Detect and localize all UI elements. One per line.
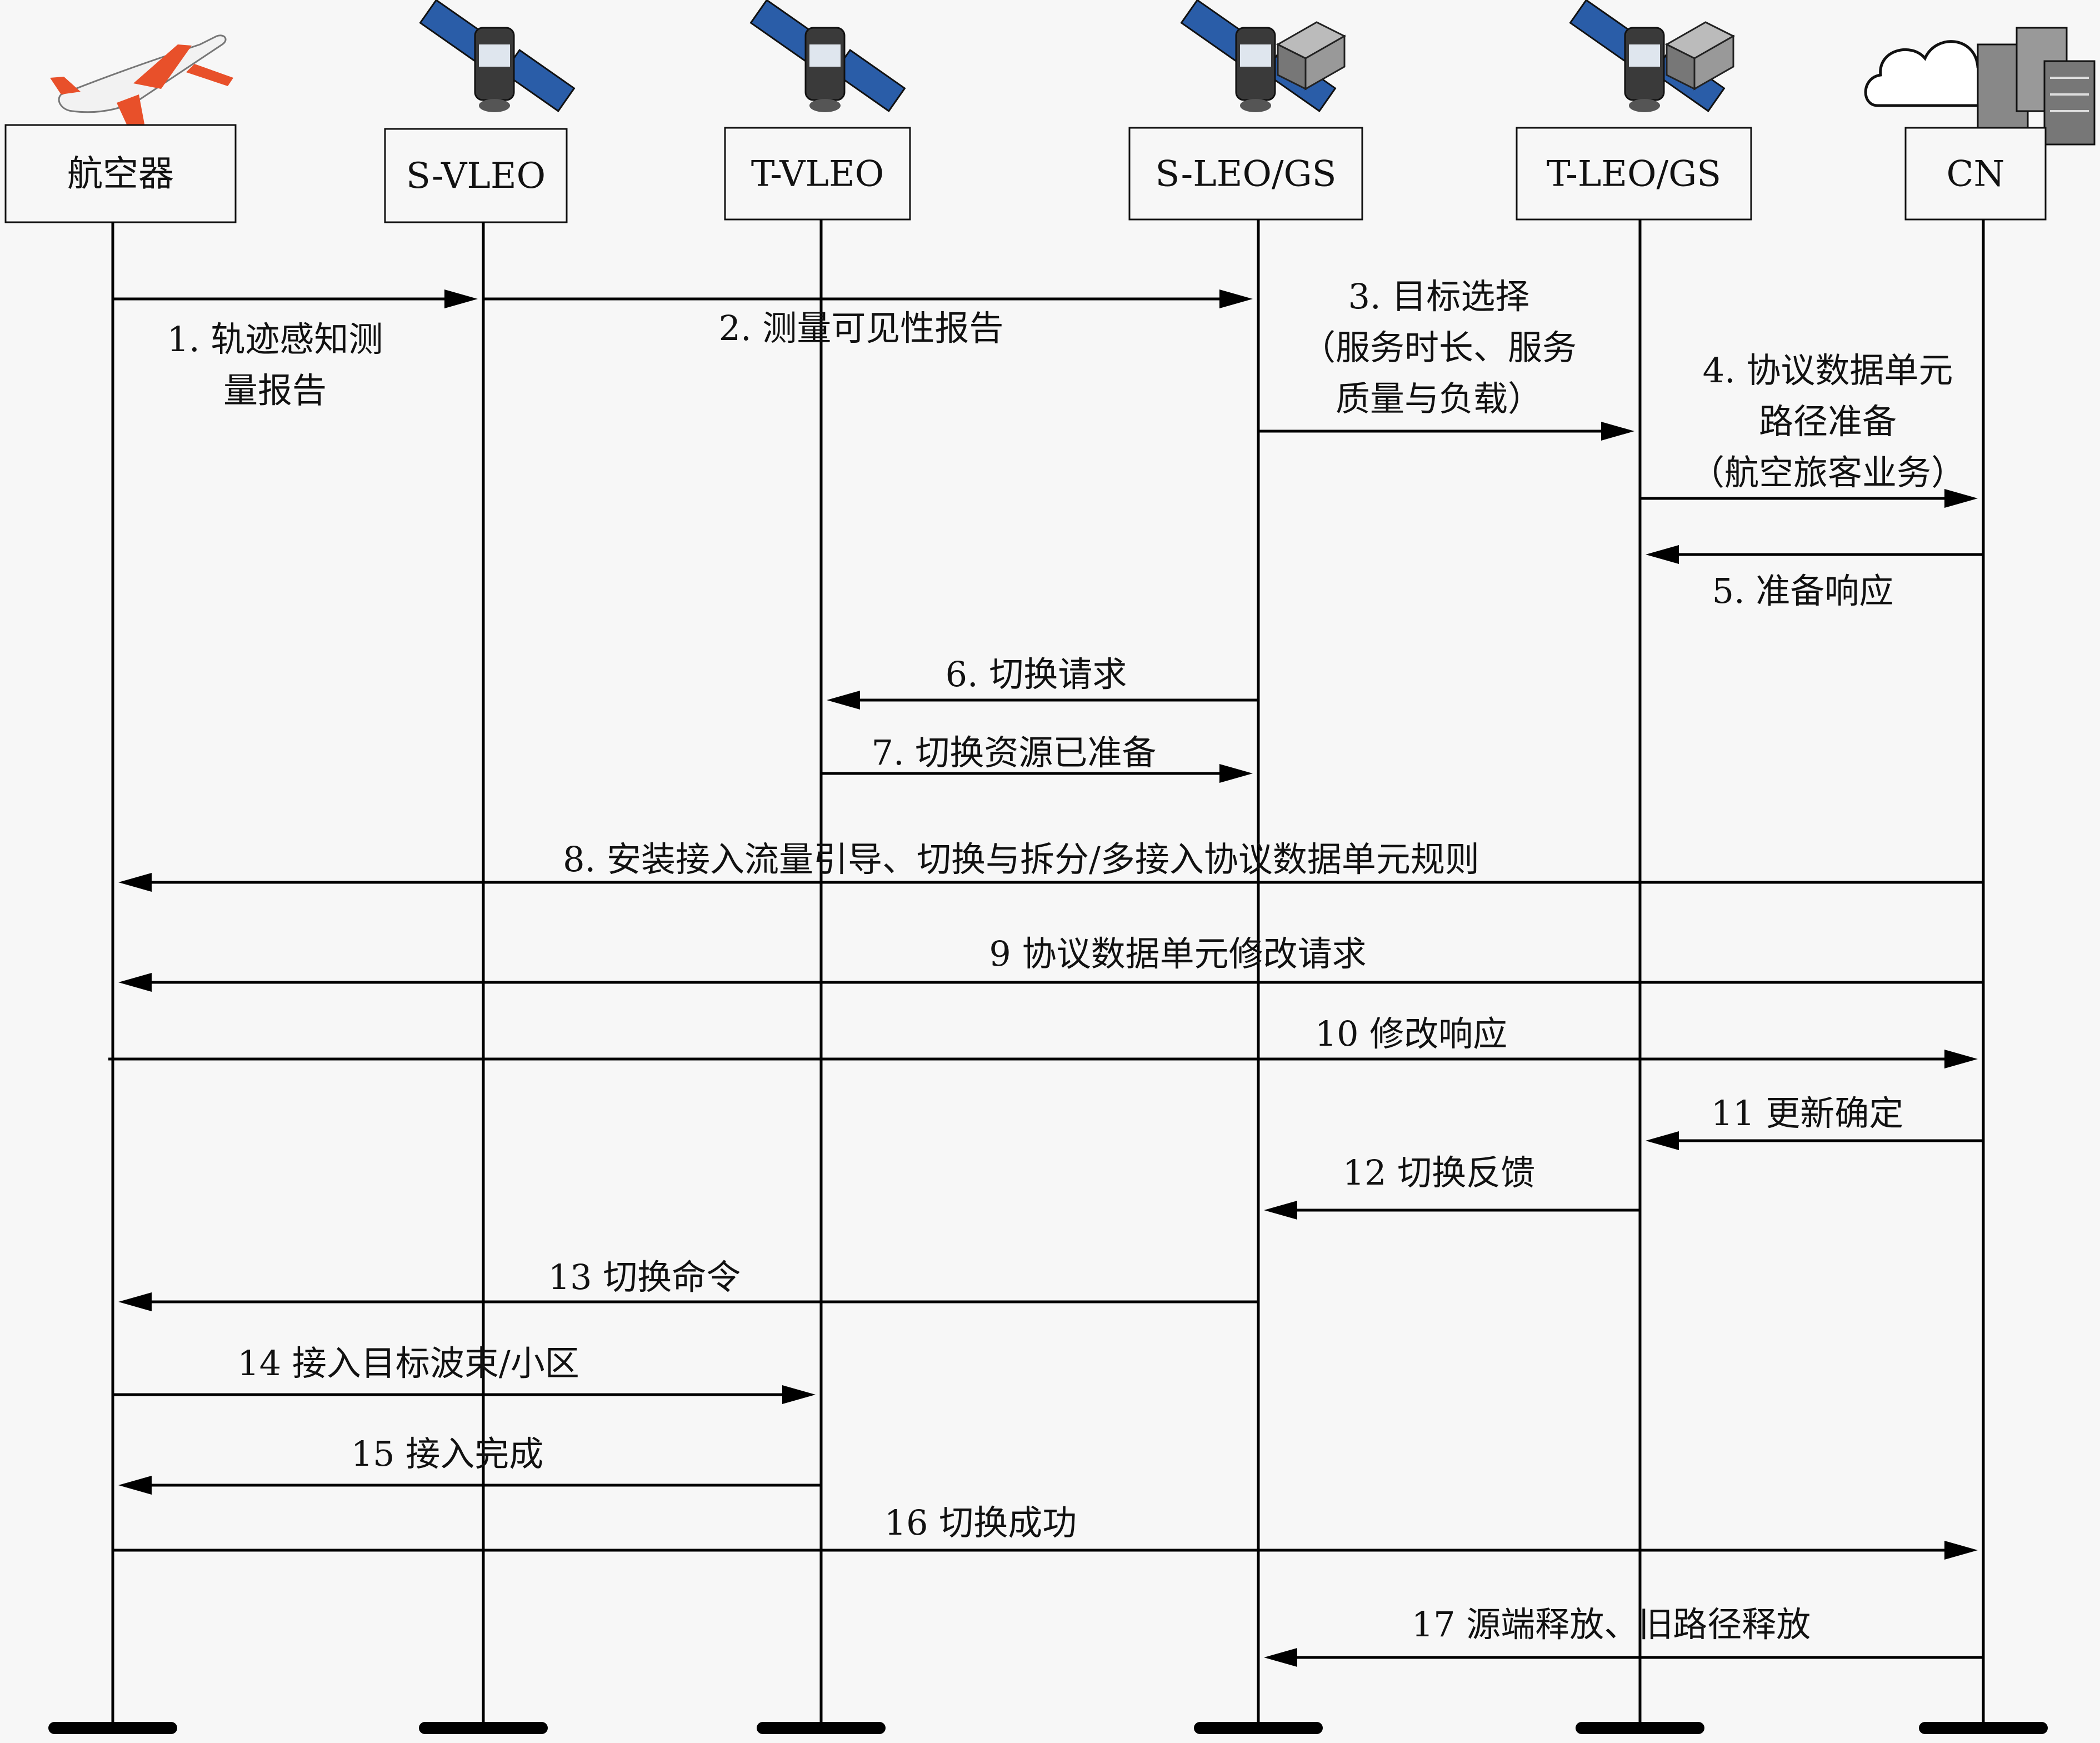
message-arrowhead — [782, 1385, 816, 1404]
message-14: 14 接入目标波束/小区 — [113, 1343, 816, 1404]
message-arrowhead — [118, 1476, 152, 1495]
message-2: 2. 测量可见性报告 — [483, 289, 1253, 348]
actor-box — [4, 124, 237, 223]
message-label: 7. 切换资源已准备 — [872, 732, 1157, 773]
message-label: 量报告 — [223, 370, 327, 411]
message-arrowhead — [1264, 1201, 1297, 1220]
message-label: 3. 目标选择 — [1348, 276, 1530, 317]
message-arrowhead — [118, 1292, 152, 1311]
message-label: 14 接入目标波束/小区 — [237, 1343, 579, 1384]
satellite-icon — [419, 0, 576, 112]
message-label: 10 修改响应 — [1315, 1013, 1508, 1054]
message-label: 2. 测量可见性报告 — [719, 308, 1004, 348]
message-label: 16 切换成功 — [884, 1502, 1077, 1543]
message-9: 9 协议数据单元修改请求 — [118, 933, 1983, 992]
message-7: 7. 切换资源已准备 — [821, 732, 1253, 783]
message-15: 15 接入完成 — [118, 1434, 821, 1495]
message-12: 12 切换反馈 — [1264, 1152, 1640, 1220]
message-label: 9 协议数据单元修改请求 — [989, 933, 1366, 974]
message-label: 13 切换命令 — [548, 1257, 741, 1297]
message-10: 10 修改响应 — [108, 1013, 1978, 1068]
satellite-icon — [749, 0, 906, 112]
message-arrowhead — [1601, 422, 1634, 441]
message-arrowhead — [1219, 764, 1253, 783]
message-label: 17 源端释放、旧路径释放 — [1412, 1604, 1811, 1645]
actor-label: S-LEO/GS — [1155, 154, 1336, 195]
message-arrowhead — [118, 873, 152, 892]
actor-label: T-VLEO — [751, 154, 884, 195]
message-arrowhead — [1646, 545, 1679, 564]
message-16: 16 切换成功 — [113, 1502, 1978, 1560]
message-arrowhead — [1646, 1131, 1679, 1150]
actor-label: T-LEO/GS — [1547, 154, 1721, 195]
actor-box — [384, 128, 568, 223]
message-arrowhead — [1219, 289, 1253, 308]
message-8: 8. 安装接入流量引导、切换与拆分/多接入协议数据单元规则 — [118, 839, 1983, 892]
ground-station-icon — [1664, 21, 1736, 91]
actor-label: 航空器 — [67, 154, 174, 195]
message-5: 5. 准备响应 — [1646, 545, 1983, 611]
message-13: 13 切换命令 — [118, 1257, 1258, 1311]
actor-box — [724, 127, 911, 221]
message-arrowhead — [827, 691, 860, 710]
message-arrowhead — [444, 289, 478, 308]
message-label: （服务时长、服务 — [1301, 327, 1577, 368]
actor-box — [1128, 127, 1363, 221]
message-label: 5. 准备响应 — [1712, 571, 1894, 611]
message-arrowhead — [1944, 489, 1978, 508]
actor-box — [1904, 127, 2047, 221]
message-arrowhead — [1944, 1541, 1978, 1560]
message-label: 6. 切换请求 — [946, 654, 1127, 695]
message-label: 11 更新确定 — [1711, 1093, 1904, 1133]
message-label: 4. 协议数据单元 — [1703, 350, 1953, 391]
actor-label: CN — [1947, 154, 2005, 195]
message-label: 15 接入完成 — [351, 1434, 544, 1474]
message-label: 1. 轨迹感知测 — [167, 319, 383, 359]
message-arrowhead — [1264, 1648, 1297, 1667]
message-label: 12 切换反馈 — [1343, 1152, 1536, 1193]
ground-station-icon — [1276, 21, 1347, 91]
message-label: 8. 安装接入流量引导、切换与拆分/多接入协议数据单元规则 — [563, 839, 1479, 880]
message-arrowhead — [1944, 1050, 1978, 1068]
message-label: 质量与负载） — [1336, 378, 1542, 419]
airplane-icon — [50, 34, 233, 139]
message-arrowhead — [118, 973, 152, 992]
message-label: 路径准备 — [1759, 401, 1897, 442]
message-6: 6. 切换请求 — [827, 654, 1258, 710]
message-17: 17 源端释放、旧路径释放 — [1264, 1604, 1983, 1667]
actor-label: S-VLEO — [406, 156, 546, 197]
actor-box — [1516, 127, 1752, 221]
message-label: （航空旅客业务） — [1690, 452, 1966, 493]
message-11: 11 更新确定 — [1646, 1093, 1983, 1150]
